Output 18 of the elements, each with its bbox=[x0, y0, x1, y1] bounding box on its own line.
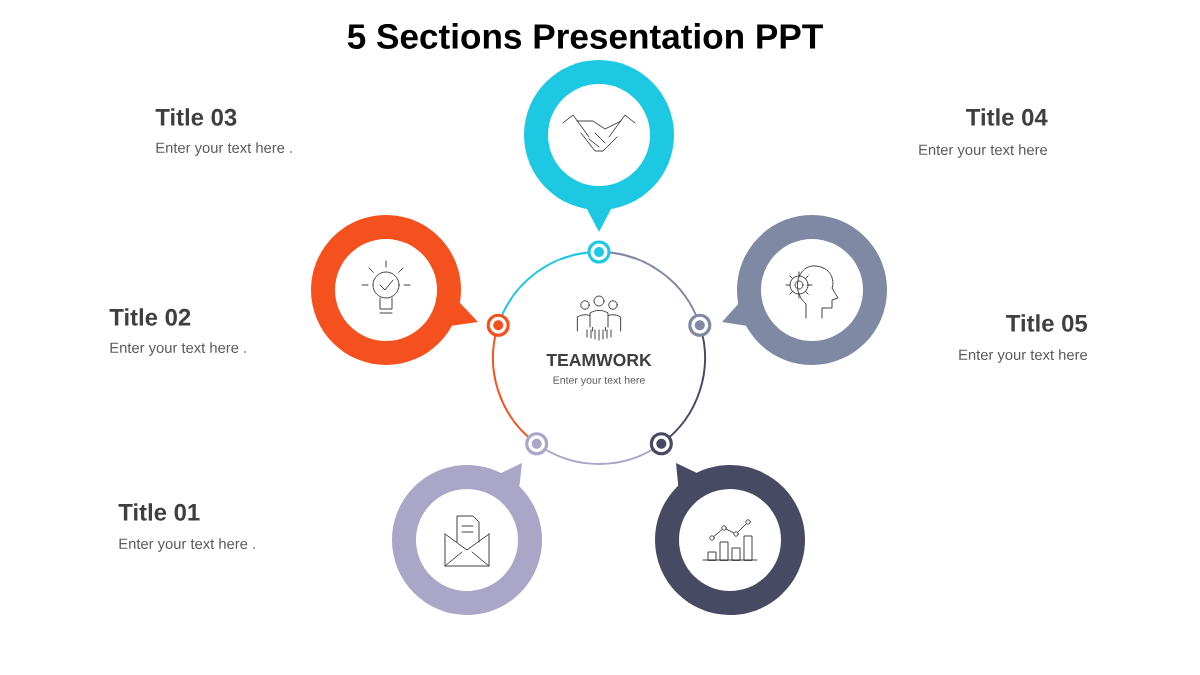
section-text: Enter your text here . bbox=[110, 342, 246, 356]
speech-bubble bbox=[392, 463, 542, 615]
heading: TEAMWORK bbox=[546, 353, 652, 367]
description: Enter your text here bbox=[553, 376, 645, 386]
section-text: Enter your text here . bbox=[156, 142, 292, 156]
speech-bubble bbox=[311, 215, 478, 365]
section-title: Title 03 bbox=[155, 108, 237, 126]
speech-bubble bbox=[524, 60, 674, 232]
speech-bubble bbox=[655, 463, 805, 615]
section-title: Title 05 bbox=[1006, 314, 1088, 332]
section-text: Enter your text here . bbox=[119, 538, 255, 552]
section-title: Title 01 bbox=[118, 503, 200, 521]
title: 5 Sections Presentation PPT bbox=[347, 23, 823, 49]
speech-bubble bbox=[722, 215, 887, 365]
section-text: Enter your text here bbox=[919, 144, 1048, 158]
section-title: Title 04 bbox=[966, 108, 1048, 126]
section-text: Enter your text here bbox=[959, 349, 1088, 363]
section-title: Title 02 bbox=[109, 308, 191, 326]
